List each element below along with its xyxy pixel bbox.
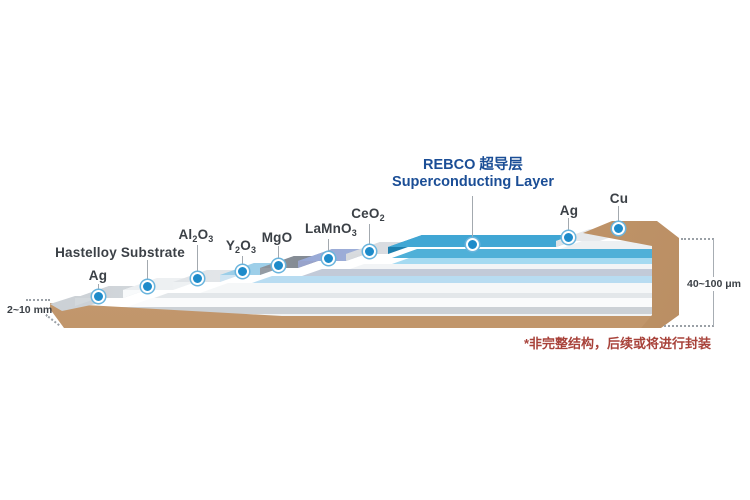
leader-line-mgo <box>277 246 279 260</box>
leader-line-y2o3 <box>241 256 243 266</box>
rebco-title-line1: REBCO 超导层 <box>423 157 523 173</box>
label-text-segment: 3 <box>351 228 357 238</box>
layer-label-ceo2: CeO2 <box>351 206 385 223</box>
leader-line-hastelloy <box>146 260 148 281</box>
callout-dot-lamno3 <box>321 251 335 265</box>
thickness-dotted-bottom <box>664 325 714 327</box>
label-text-segment: Hastelloy Substrate <box>55 245 185 260</box>
thickness-dotted-top <box>681 238 714 240</box>
callout-dot-ag-top <box>561 230 575 244</box>
callout-dot-ag-bottom <box>91 289 105 303</box>
tape-thickness-label: 40~100 μm <box>683 277 745 291</box>
label-text-segment: 2 <box>379 213 385 223</box>
label-text-segment: Y <box>225 238 236 253</box>
label-text-segment: Ag <box>88 268 108 283</box>
label-text-segment: O <box>197 227 209 242</box>
layer-label-hastelloy: Hastelloy Substrate <box>55 245 185 260</box>
rebco-title-line2: Superconducting Layer <box>392 174 554 190</box>
leader-line-rebco <box>471 196 473 239</box>
layer-label-y2o3: Y2O3 <box>226 238 256 255</box>
layer-label-cu: Cu <box>610 191 628 206</box>
callout-dot-rebco <box>465 237 479 251</box>
tape-width-label: 2~10 mm <box>7 304 53 316</box>
callout-dot-y2o3 <box>235 264 249 278</box>
callout-dot-hastelloy <box>140 279 154 293</box>
layer-label-al2o3: Al2O3 <box>178 227 213 244</box>
label-text-segment: 3 <box>250 245 257 255</box>
label-text-segment: Al <box>178 227 193 242</box>
label-text-segment: LaMnO <box>305 221 352 236</box>
rebco-layer-title: REBCO 超导层 Superconducting Layer <box>392 157 554 191</box>
layer-label-lamno3: LaMnO3 <box>305 221 357 238</box>
label-text-segment: 2 <box>235 245 241 255</box>
callout-dot-al2o3 <box>190 271 204 285</box>
footnote: *非完整结构，后续或将进行封装 <box>524 336 712 351</box>
label-text-segment: Ag <box>559 203 579 218</box>
leader-line-cu <box>617 206 619 223</box>
label-text-segment: Cu <box>609 191 629 206</box>
leader-line-al2o3 <box>196 245 198 273</box>
leader-line-ag-top <box>567 218 569 232</box>
leader-line-lamno3 <box>327 239 329 253</box>
label-text-segment: 2 <box>192 234 198 244</box>
layer-label-ag-top: Ag <box>560 203 578 218</box>
layer-label-mgo: MgO <box>262 230 293 245</box>
label-text-segment: 3 <box>208 234 214 244</box>
label-text-segment: O <box>240 238 251 253</box>
leader-line-ceo2 <box>368 224 370 246</box>
label-text-segment: CeO <box>351 206 380 221</box>
callout-dot-mgo <box>271 258 285 272</box>
callout-dot-ceo2 <box>362 244 376 258</box>
callout-dot-cu <box>611 221 625 235</box>
label-text-segment: MgO <box>261 230 293 245</box>
layer-label-ag-bottom: Ag <box>89 268 107 283</box>
leader-line-ag-bottom <box>97 284 99 291</box>
width-dotted-line <box>26 299 50 301</box>
